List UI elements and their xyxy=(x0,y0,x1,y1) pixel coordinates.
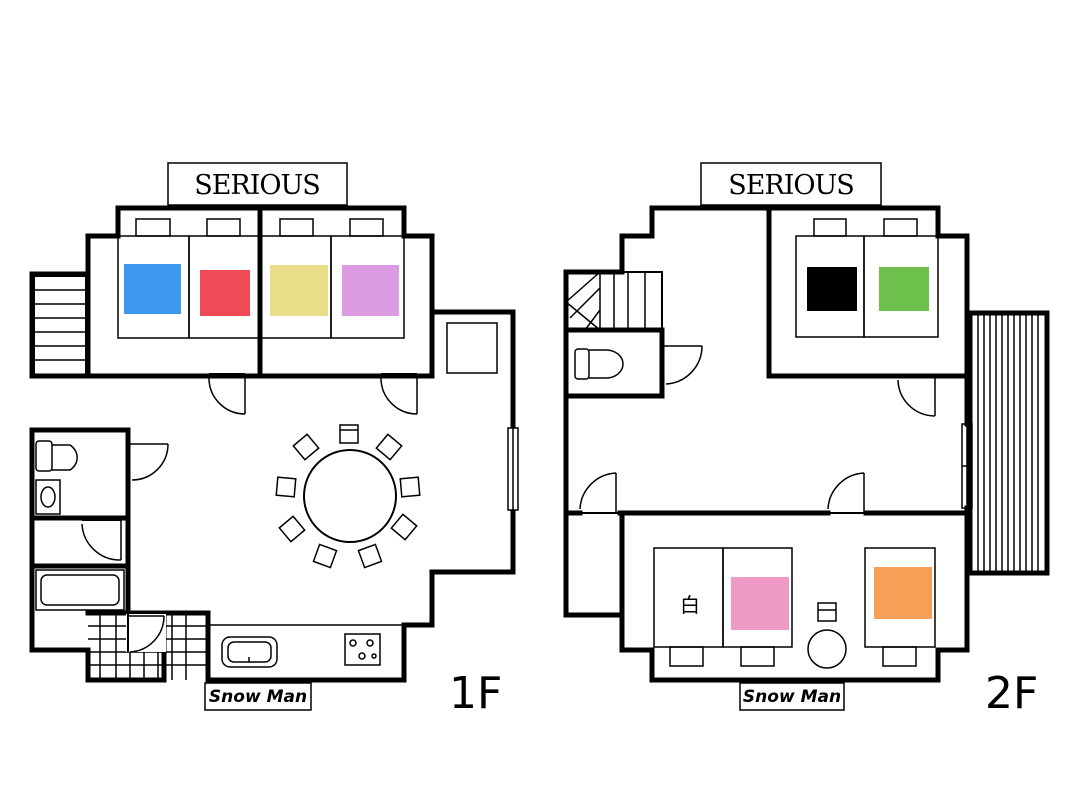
sign-1f: SERIOUS xyxy=(167,162,348,206)
bed-color-2f-2 xyxy=(879,267,929,311)
door-icon xyxy=(380,373,418,415)
bed-2f-1 xyxy=(795,218,865,338)
chair-icon xyxy=(275,476,297,498)
dining-table-icon xyxy=(275,424,421,569)
chair-icon xyxy=(312,543,338,569)
toilet-icon xyxy=(35,440,78,472)
stairs-icon xyxy=(33,275,87,377)
door-icon xyxy=(661,345,703,385)
bed-color-1f-3 xyxy=(270,265,328,316)
side-table-icon xyxy=(807,602,847,669)
floor-2f: SERIOUS xyxy=(563,162,1050,719)
window-icon xyxy=(507,427,519,511)
door-icon xyxy=(126,614,166,653)
stairs-icon xyxy=(565,271,663,331)
bed-color-1f-1 xyxy=(124,264,181,314)
door-icon xyxy=(579,472,620,514)
bed-1f-3 xyxy=(259,218,332,339)
bed-2f-3: 白 xyxy=(653,547,724,667)
balcony-icon xyxy=(967,310,1050,576)
bed-1f-1 xyxy=(117,218,190,339)
sink-icon xyxy=(221,636,278,668)
sign-text-2f: SERIOUS xyxy=(728,170,854,201)
bed-2f-2 xyxy=(863,218,939,338)
storage-box xyxy=(446,322,498,374)
bed-color-2f-3 xyxy=(731,577,789,630)
floor-1f: SERIOUS xyxy=(29,162,519,719)
bed-2f-4 xyxy=(722,547,793,667)
chair-icon xyxy=(399,476,421,498)
door-icon xyxy=(897,375,936,417)
sign-text-1f: SERIOUS xyxy=(194,170,320,201)
chair-icon xyxy=(375,433,403,461)
bed-color-1f-4 xyxy=(342,265,399,316)
bedroom-1f xyxy=(85,205,435,379)
chair-icon xyxy=(339,424,359,444)
chair-icon xyxy=(357,543,383,569)
floor-label-1f: 1F xyxy=(449,668,502,719)
kitchen-counter xyxy=(208,624,432,668)
logo-1f: Snow Man xyxy=(204,682,312,711)
sink-icon xyxy=(35,479,61,515)
bed-color-2f-1 xyxy=(807,267,857,311)
bed-label-2f-3: 白 xyxy=(680,593,700,617)
bed-1f-2 xyxy=(188,218,261,339)
bed-2f-5 xyxy=(864,547,936,667)
bed-color-1f-2 xyxy=(200,270,250,316)
chair-icon xyxy=(278,515,306,543)
logo-text-2f: Snow Man xyxy=(743,687,841,707)
chair-icon xyxy=(292,433,320,461)
door-icon xyxy=(827,472,866,514)
sign-2f: SERIOUS xyxy=(700,162,882,206)
floor-label-2f: 2F xyxy=(985,668,1038,719)
chair-icon xyxy=(390,513,418,541)
door-icon xyxy=(208,373,246,415)
door-icon xyxy=(81,519,122,561)
bed-color-2f-4 xyxy=(874,567,932,619)
toilet-icon xyxy=(574,348,624,380)
bed-1f-4 xyxy=(330,218,405,339)
bathtub-icon xyxy=(35,569,125,611)
logo-2f: Snow Man xyxy=(739,682,845,711)
logo-text-1f: Snow Man xyxy=(209,687,307,707)
stove-icon xyxy=(344,633,381,666)
door-icon xyxy=(127,443,169,481)
